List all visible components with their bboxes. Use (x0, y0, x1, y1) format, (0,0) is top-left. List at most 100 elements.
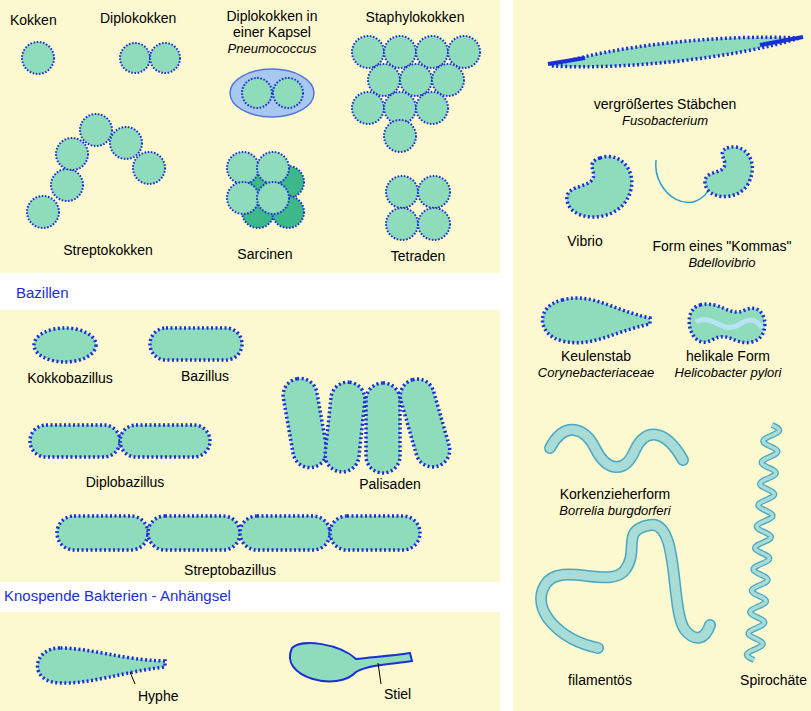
staphylococci (352, 36, 384, 68)
palisades (396, 375, 453, 471)
coccobacillus (34, 328, 96, 362)
diplococcus (120, 43, 180, 73)
staphylococci (448, 36, 480, 68)
sarcina (227, 152, 304, 228)
tetrad (418, 176, 450, 208)
group-title: Kokken (10, 12, 57, 28)
coccobacillus (34, 328, 96, 362)
hypha-bacterium (37, 648, 165, 683)
helical-bacterium (689, 304, 765, 343)
streptococci (56, 138, 88, 170)
capsule-diplococcus (230, 69, 314, 117)
part-name: Hyphe (138, 688, 178, 704)
streptococci (110, 127, 142, 159)
coccus (22, 42, 54, 74)
filamentous-bacterium (541, 525, 710, 648)
tetrad (386, 176, 418, 208)
club-rod (543, 298, 651, 343)
hypha-bacterium (37, 648, 165, 684)
shape-name: Korkenzieherform (560, 486, 671, 502)
streptobacillus (57, 516, 148, 550)
palisades (323, 380, 366, 473)
group-title: Tetraden (391, 248, 445, 264)
sarcina (257, 152, 289, 184)
diplobacillus (30, 425, 120, 457)
shape-name: Keulenstab (561, 348, 631, 364)
spirochete (747, 425, 779, 660)
palisades (280, 376, 329, 471)
streptococci (27, 114, 165, 228)
shape-name: Palisaden (359, 476, 421, 492)
diplococcus (150, 43, 180, 73)
species-name: Fusobacterium (622, 113, 708, 129)
tetrad (386, 176, 450, 240)
streptococci (27, 196, 59, 228)
staphylococci (416, 92, 448, 124)
coccus (22, 42, 54, 74)
streptococci (133, 152, 165, 184)
species-name: Bdellovibrio (688, 255, 755, 271)
shape-name: Diplobazillus (86, 474, 165, 490)
section-heading: Knospende Bakterien - Anhängsel (4, 588, 231, 604)
streptococci (51, 169, 83, 201)
streptobacillus (148, 516, 240, 550)
section-heading: Bazillen (16, 285, 69, 301)
staphylococci (432, 64, 464, 96)
capsule-diplococcus (230, 69, 314, 117)
shape-name: Kokkobazillus (27, 370, 113, 386)
diplococcus (120, 43, 150, 73)
sarcina (227, 152, 259, 184)
species-name: Pneumococcus (228, 41, 317, 57)
filamentous-bacterium (541, 525, 710, 648)
shape-name: vergrößertes Stäbchen (594, 96, 736, 112)
fusobacterium (552, 37, 800, 67)
staphylococci (416, 36, 448, 68)
part-name: Stiel (384, 686, 411, 702)
corkscrew-bacterium (550, 430, 683, 467)
stalk-bacterium (290, 643, 412, 684)
streptobacillus (330, 516, 420, 550)
spirochete (747, 425, 779, 660)
panel-backgrounds (0, 310, 500, 582)
diplobacillus (120, 425, 210, 457)
panel-backgrounds (513, 0, 811, 711)
helical-bacterium (696, 319, 762, 328)
shape-name: filamentös (568, 672, 632, 688)
group-title: Staphylokokken (366, 9, 465, 25)
capsule-diplococcus (242, 78, 272, 108)
fusobacterium (548, 58, 585, 64)
club-rod (543, 298, 651, 343)
streptobacillus (57, 516, 420, 550)
shape-name: Vibrio (567, 233, 603, 249)
helical-bacterium (689, 304, 765, 343)
corkscrew-bacterium (550, 430, 683, 467)
fusobacterium (548, 37, 803, 67)
staphylococci (352, 36, 480, 152)
group-title: Streptokokken (63, 242, 153, 258)
sarcina (257, 182, 289, 214)
shape-name: Bazillus (181, 368, 229, 384)
palisades (280, 375, 453, 473)
diplobacillus (30, 425, 210, 457)
staphylococci (384, 120, 416, 152)
species-name: Corynebacteriaceae (538, 365, 654, 381)
hypha-bacterium (130, 672, 135, 684)
shape-name: Streptobazillus (184, 562, 276, 578)
streptobacillus (240, 516, 330, 550)
shape-name: Spirochäte (740, 672, 807, 688)
species-name: Borrelia burgdorferi (559, 503, 670, 519)
palisades (366, 383, 400, 473)
staphylococci (368, 64, 400, 96)
bacillus (150, 328, 242, 360)
tetrad (418, 208, 450, 240)
vibrio (567, 157, 632, 217)
panel-backgrounds (0, 0, 500, 273)
panel-backgrounds (0, 612, 500, 711)
fusobacterium (760, 37, 803, 45)
capsule-diplococcus (273, 78, 303, 108)
bdellovibrio (705, 147, 752, 197)
spirochete (747, 425, 779, 660)
bacillus (150, 328, 242, 360)
corkscrew-bacterium (550, 430, 683, 467)
vibrio (567, 157, 632, 217)
